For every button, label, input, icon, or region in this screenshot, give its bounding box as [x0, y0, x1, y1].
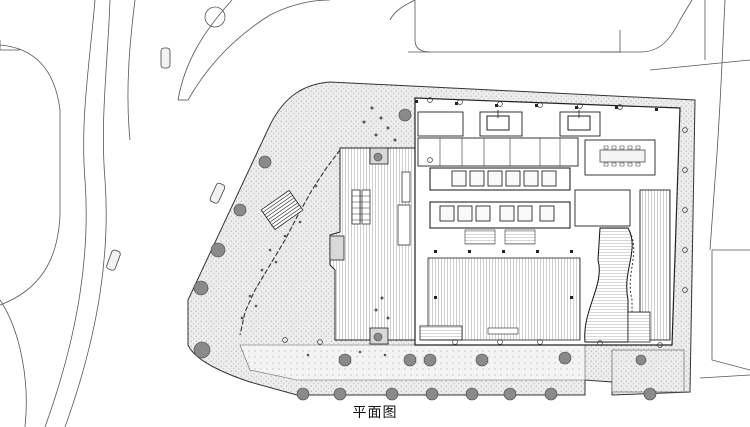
stepped-wall [239, 149, 341, 336]
lift-cars [439, 170, 557, 222]
conference-chairs [603, 145, 641, 167]
escalator [351, 171, 411, 246]
parked-car [106, 47, 226, 271]
planter [329, 235, 345, 261]
lamp-posts [282, 97, 688, 348]
street-trees [193, 108, 657, 401]
shrub-marks [240, 106, 397, 357]
plaza-stairs [260, 189, 304, 231]
roundabout [204, 6, 226, 28]
east-stair [627, 311, 651, 343]
north-entrance-marks [497, 110, 580, 118]
conference-table [599, 149, 646, 163]
east-core [574, 189, 631, 227]
road-edge [0, 40, 20, 51]
west-hall [329, 147, 416, 341]
room-partitions [439, 138, 561, 166]
east-court [611, 349, 685, 393]
escalator-treads [352, 195, 370, 221]
plan-caption: 平面图 [352, 405, 398, 421]
lobby-desk [487, 327, 519, 335]
lobby-stair [419, 325, 463, 341]
curved-atrium-edge [627, 227, 635, 342]
structural-columns [415, 100, 658, 299]
core-stairs [464, 229, 536, 245]
